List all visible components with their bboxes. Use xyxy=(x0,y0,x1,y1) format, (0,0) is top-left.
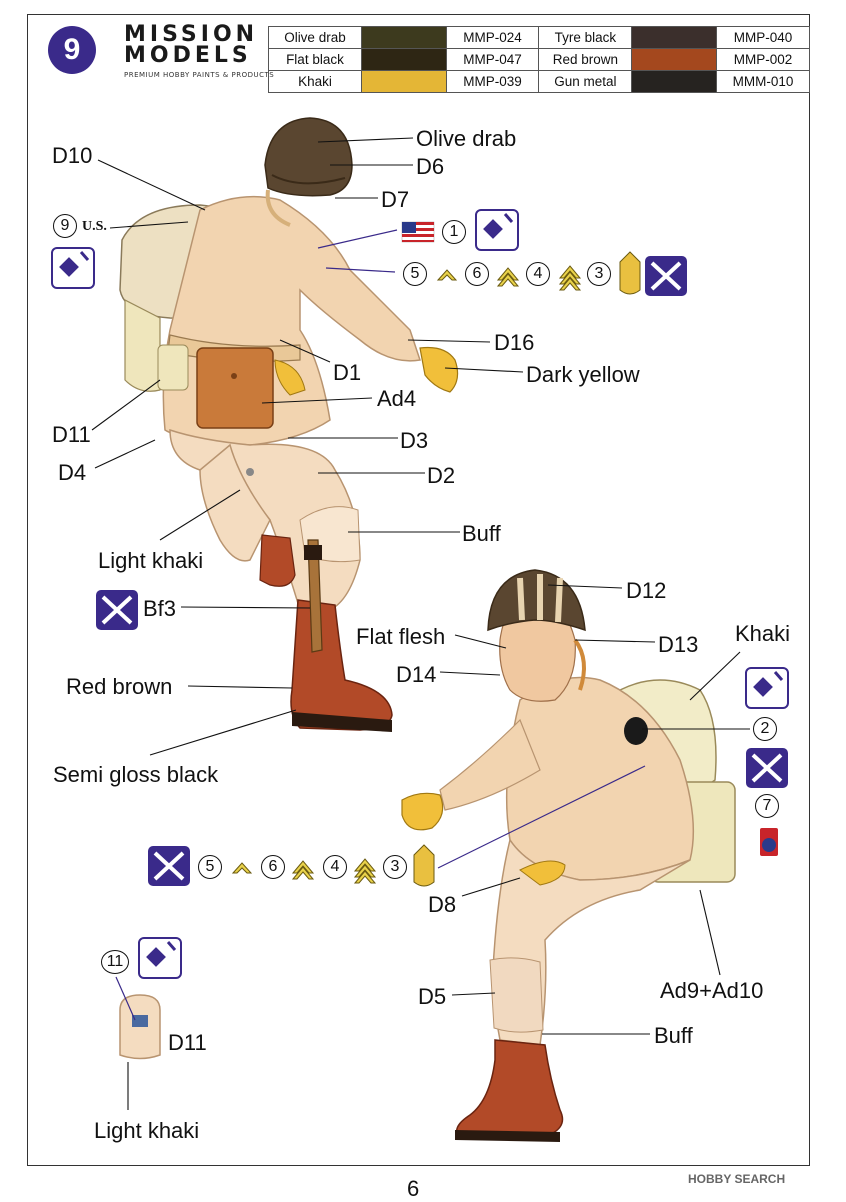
decal-number-9: 9 xyxy=(53,214,77,238)
us-flag-decal xyxy=(401,221,435,243)
paint-row: Olive drab MMP-024 Tyre black MMP-040 xyxy=(268,26,810,49)
decal-leader-lines xyxy=(115,229,646,1021)
label-buff-top: Buff xyxy=(462,521,501,546)
decal-number-3-bottom: 3 xyxy=(383,855,407,879)
paint-name: Red brown xyxy=(538,48,633,71)
leader-lines xyxy=(91,137,750,1110)
label-olive-drab: Olive drab xyxy=(416,126,517,151)
label-d4: D4 xyxy=(58,460,87,485)
paint-swatch xyxy=(360,26,447,49)
brand-line1: MISSION xyxy=(124,22,259,47)
label-red-brown: Red brown xyxy=(66,674,173,699)
decal-icon-b-bf3 xyxy=(96,590,138,630)
label-d3: D3 xyxy=(400,428,429,453)
paint-code: MMP-039 xyxy=(445,70,540,93)
label-bf3: Bf3 xyxy=(143,596,177,621)
paint-table: Olive drab MMP-024 Tyre black MMP-040 Fl… xyxy=(268,26,810,93)
decal-icon-a-left xyxy=(51,247,95,289)
decal-number-4-top: 4 xyxy=(526,262,550,286)
label-dark-yellow: Dark yellow xyxy=(526,362,640,387)
label-d8: D8 xyxy=(428,892,457,917)
label-ad9-ad10: Ad9+Ad10 xyxy=(660,978,764,1003)
decal-number-5-bottom: 5 xyxy=(198,855,222,879)
label-d11-top: D11 xyxy=(52,422,91,447)
label-d5: D5 xyxy=(418,984,447,1009)
label-d7: D7 xyxy=(381,187,410,212)
decal-number-4-bottom: 4 xyxy=(323,855,347,879)
decal-number-1: 1 xyxy=(442,220,466,244)
decal-icon-a-right xyxy=(745,667,789,709)
decal-number-6-top: 6 xyxy=(465,262,489,286)
canteen-illustration xyxy=(119,994,161,1060)
figure-1 xyxy=(119,117,459,732)
paint-swatch xyxy=(631,70,718,93)
label-d6: D6 xyxy=(416,154,445,179)
watermark: HOBBY SEARCH xyxy=(688,1172,786,1186)
label-d16: D16 xyxy=(494,330,535,355)
label-d1: D1 xyxy=(333,360,362,385)
label-d10: D10 xyxy=(52,143,93,168)
rank-chevrons-bottom xyxy=(231,844,435,887)
decal-icon-b-top xyxy=(645,256,687,296)
airborne-82-patch-decal xyxy=(760,828,778,856)
paint-name: Gun metal xyxy=(538,70,633,93)
figure-2 xyxy=(401,569,736,1142)
paint-code: MMM-010 xyxy=(716,70,810,93)
paint-row: Khaki MMP-039 Gun metal MMM-010 xyxy=(268,70,810,93)
decal-icon-a-top xyxy=(475,209,519,251)
label-ad4: Ad4 xyxy=(377,386,417,411)
paint-name: Tyre black xyxy=(538,26,633,49)
decal-icon-a-canteen xyxy=(138,937,182,979)
paint-swatch xyxy=(360,48,447,71)
label-buff-bottom: Buff xyxy=(654,1023,693,1048)
brand-line2: MODELS xyxy=(124,43,252,68)
label-light-khaki-top: Light khaki xyxy=(98,548,204,573)
decal-icon-b-right xyxy=(746,748,788,788)
decal-number-5-top: 5 xyxy=(403,262,427,286)
page-number: 6 xyxy=(407,1176,420,1201)
rank-chevrons-top xyxy=(436,251,641,295)
decal-number-11: 11 xyxy=(101,950,129,974)
paint-swatch xyxy=(360,70,447,93)
label-khaki: Khaki xyxy=(735,621,791,646)
step-number-badge: 9 xyxy=(48,26,96,74)
decal-number-2: 2 xyxy=(753,717,777,741)
page-frame xyxy=(27,14,810,1166)
label-d13: D13 xyxy=(658,632,699,657)
decal-number-7: 7 xyxy=(755,794,779,818)
brand-tagline: PREMIUM HOBBY PAINTS & PRODUCTS xyxy=(124,71,275,79)
decal-number-6-bottom: 6 xyxy=(261,855,285,879)
label-d12: D12 xyxy=(626,578,667,603)
label-d11-canteen: D11 xyxy=(168,1030,207,1055)
paint-code: MMP-002 xyxy=(716,48,810,71)
paint-swatch xyxy=(631,48,718,71)
label-d2: D2 xyxy=(427,463,456,488)
label-flat-flesh: Flat flesh xyxy=(356,624,446,649)
label-d14: D14 xyxy=(396,662,437,687)
decal-icon-b-bottom xyxy=(148,846,190,886)
label-semi-gloss-black: Semi gloss black xyxy=(53,762,219,787)
decal-number-3-top: 3 xyxy=(587,262,611,286)
label-light-khaki-bottom: Light khaki xyxy=(94,1118,200,1143)
label-us: U.S. xyxy=(82,219,107,234)
paint-name: Khaki xyxy=(268,70,362,93)
paint-code: MMP-024 xyxy=(445,26,540,49)
